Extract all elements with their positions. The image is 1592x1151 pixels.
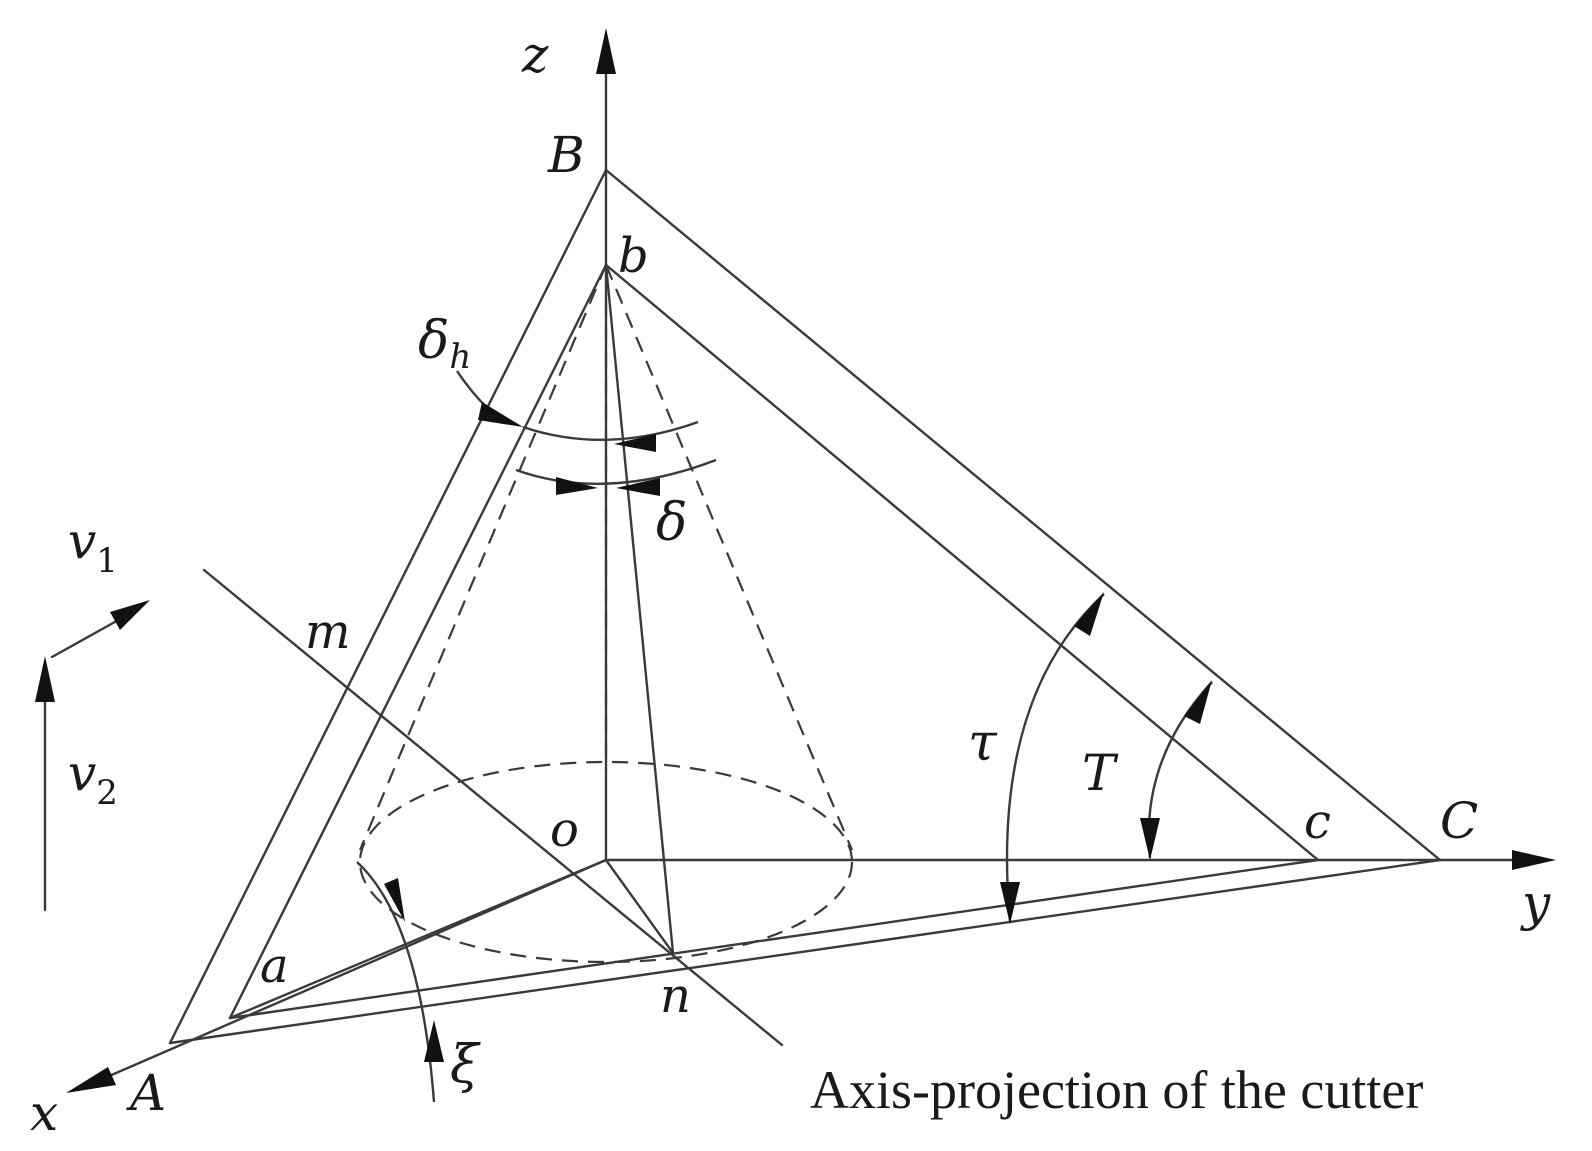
x-axis-arrowhead [66,1067,116,1093]
line-bn [604,263,675,955]
T-angle [1140,680,1213,860]
label-A: A [126,1064,166,1122]
z-axis-arrowhead [596,28,616,74]
label-m: m [305,604,351,660]
label-y-axis: y [1520,874,1551,932]
edge-ab [228,263,608,1020]
delta-h-arc [522,420,699,441]
delta-h-arrow-right [614,434,656,452]
label-n: n [660,968,691,1024]
label-o: o [550,802,579,858]
xi-angle [356,861,444,1103]
delta-angle [515,458,717,496]
v1-line [50,616,124,659]
y-axis-arrowhead [1512,850,1556,870]
label-a: a [260,938,289,994]
cone-base-ellipse [358,760,854,964]
label-c: c [1304,794,1331,850]
delta-arrow-right [616,478,660,496]
angle-labels: δh δ τ T ξ v1 v2 [68,311,1119,1095]
caption-axis-projection: Axis-projection of the cutter [810,1060,1423,1120]
label-delta-h: δh [418,311,471,377]
label-C: C [1440,792,1478,850]
label-z-axis: z [521,26,549,84]
label-v1: v1 [68,512,118,581]
cone-left-generatrix [358,264,608,851]
xi-arrow-bottom [424,1020,444,1062]
label-x-axis: x [30,1084,58,1142]
label-tau: τ [968,713,998,773]
tau-arrow-bottom [1000,882,1020,924]
internal-lines [202,263,784,1047]
delta-arc [515,458,717,485]
edge-AC [168,858,1442,1045]
edge-BC [604,168,1442,862]
label-T: T [1082,744,1119,802]
label-v2: v2 [68,744,118,813]
line-on [604,858,675,955]
label-B: B [547,126,585,184]
delta-arrow-left [556,477,598,495]
tau-arrow-top [1074,592,1104,636]
velocity-vectors [35,600,150,912]
label-xi: ξ [450,1035,481,1095]
dashed-cone [358,264,854,964]
T-arrow-top [1184,680,1212,724]
point-labels: z B b m o c C y a n A x [30,26,1551,1142]
edge-bc [604,263,1320,862]
label-delta: δ [656,493,687,553]
cutter-axis-projection-line [202,568,784,1047]
v1-arrowhead [110,600,150,630]
label-b: b [618,228,649,284]
delta-h-angle [456,370,699,452]
line-oa [228,858,608,1020]
outer-triangle-ABC [168,168,1442,1045]
tau-angle [1000,592,1105,924]
xi-arrow-top [384,878,405,922]
delta-h-arrow-left [478,402,523,427]
edge-ac [228,858,1320,1020]
edge-AB [168,168,608,1045]
inner-triangle-abc [228,263,1320,1020]
v2-arrowhead [35,656,55,702]
cone-right-generatrix [604,264,854,851]
T-arrow-bottom [1140,818,1160,860]
